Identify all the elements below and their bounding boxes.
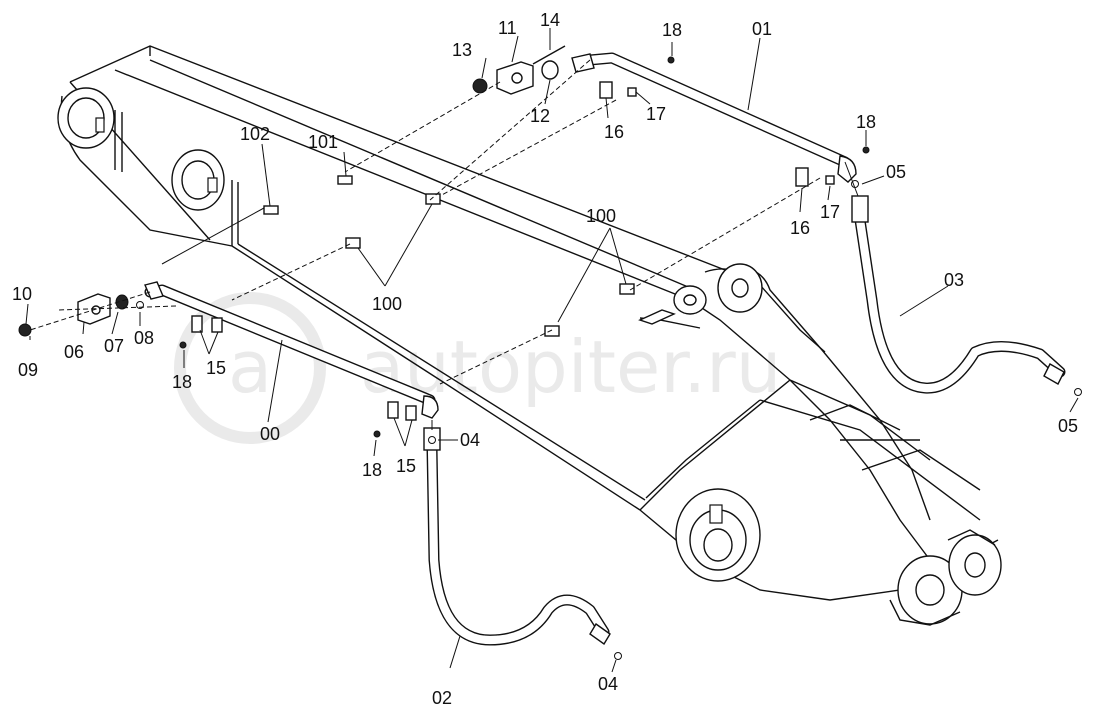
- callout-12: 12: [530, 106, 550, 126]
- callout-15-a: 15: [206, 358, 226, 378]
- boom-body: [57, 45, 1002, 626]
- callout-18-a: 18: [662, 20, 682, 40]
- callout-10: 10: [12, 284, 32, 304]
- callout-leaders: [25, 28, 1079, 673]
- callout-100-a: 100: [586, 206, 616, 226]
- callout-18-c: 18: [172, 372, 192, 392]
- callout-11: 11: [498, 18, 517, 38]
- hose-02: [423, 427, 611, 646]
- callout-102: 102: [240, 124, 270, 144]
- watermark: a autopiter.ru: [174, 292, 781, 444]
- callout-05-b: 05: [1058, 416, 1078, 436]
- callout-100-b: 100: [372, 294, 402, 314]
- callout-02: 02: [432, 688, 452, 708]
- pipe-00: [144, 281, 439, 419]
- callout-101: 101: [308, 132, 338, 152]
- callout-08: 08: [134, 328, 154, 348]
- callout-13: 13: [452, 40, 472, 60]
- callout-14: 14: [540, 10, 560, 30]
- callout-09: 09: [18, 360, 38, 380]
- leader-lines: [29, 59, 859, 430]
- fittings: [18, 45, 1082, 660]
- callout-labels: 00 01 02 03 04 04 05 05 06 07 08 09 10 1…: [12, 10, 1078, 708]
- callout-01: 01: [752, 19, 772, 39]
- callout-04-b: 04: [598, 674, 618, 694]
- callout-18-d: 18: [362, 460, 382, 480]
- callout-17-b: 17: [820, 202, 840, 222]
- pipe-01: [571, 52, 857, 183]
- callout-03: 03: [944, 270, 964, 290]
- hose-03: [851, 195, 1066, 394]
- callout-07: 07: [104, 336, 124, 356]
- callout-18-b: 18: [856, 112, 876, 132]
- callout-04-a: 04: [460, 430, 480, 450]
- callout-00: 00: [260, 424, 280, 444]
- callout-15-b: 15: [396, 456, 416, 476]
- svg-text:a: a: [228, 325, 272, 409]
- callout-16-a: 16: [604, 122, 624, 142]
- callout-17-a: 17: [646, 104, 666, 124]
- callout-16-b: 16: [790, 218, 810, 238]
- callout-06: 06: [64, 342, 84, 362]
- callout-05-a: 05: [886, 162, 906, 182]
